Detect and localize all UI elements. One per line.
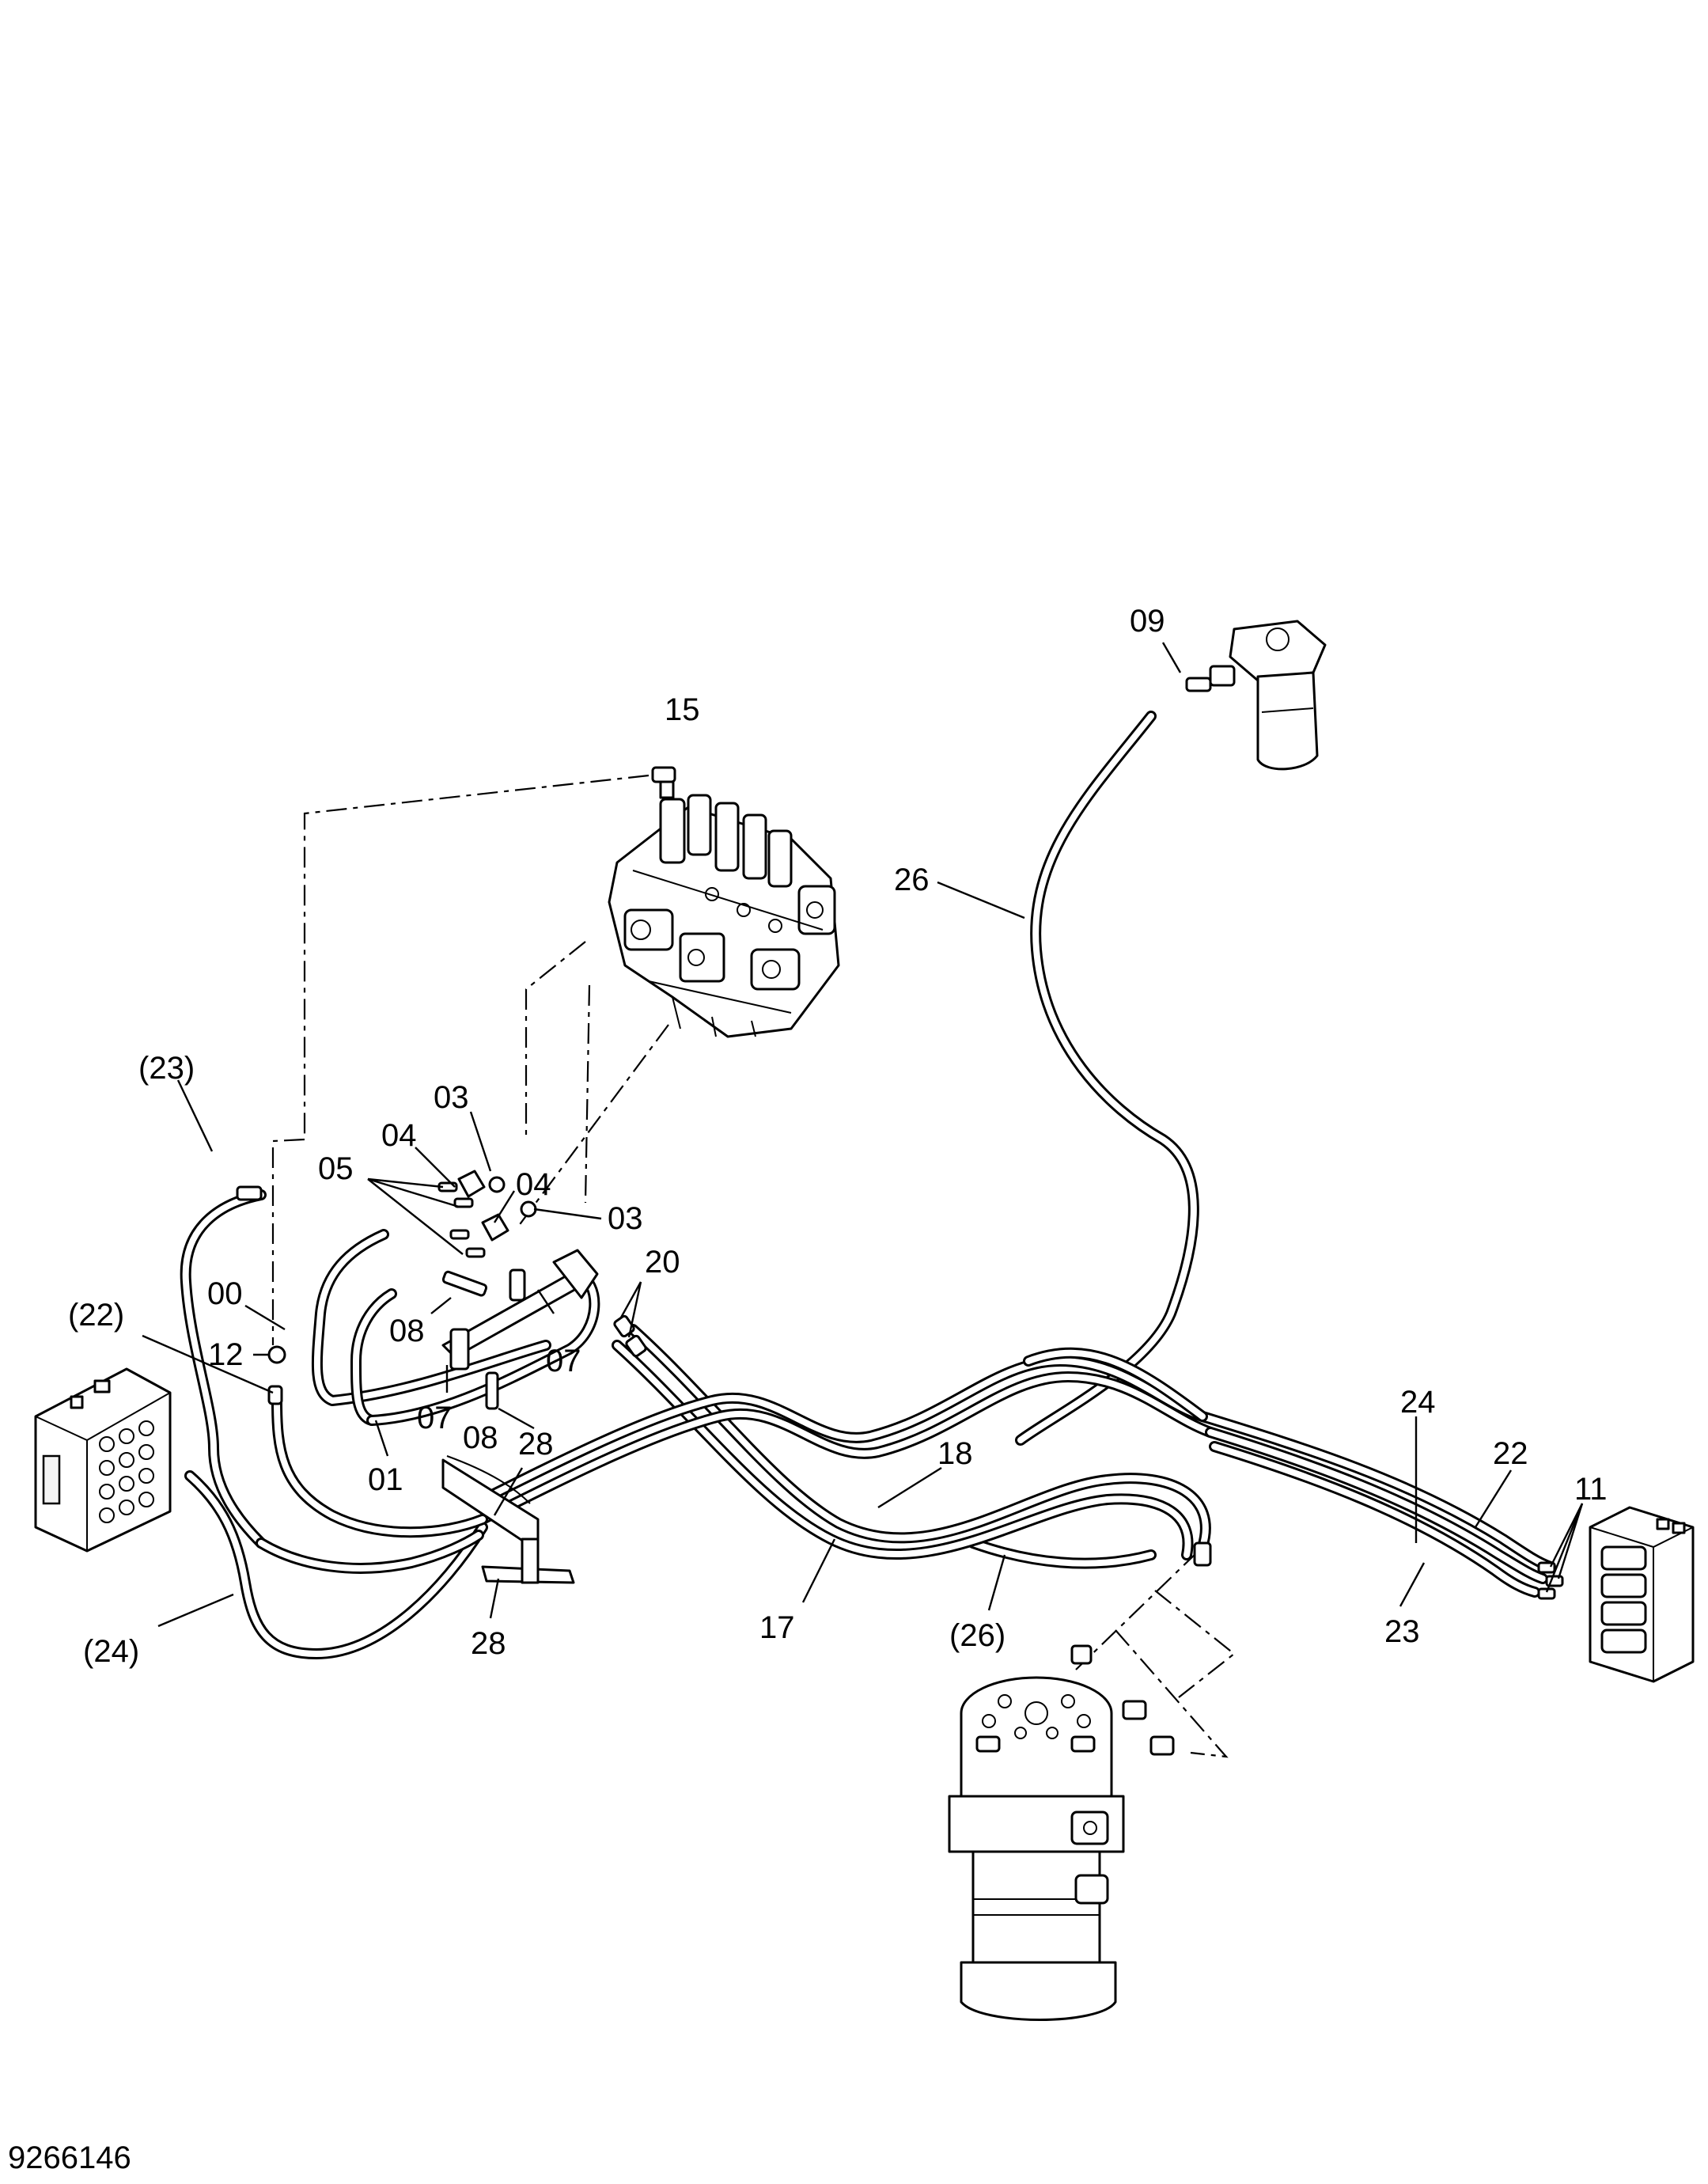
document-number: 9266146	[8, 2140, 131, 2175]
callout-00: 00	[207, 1276, 243, 1311]
callout-17: 17	[759, 1610, 795, 1645]
hose-22-left	[271, 1395, 488, 1538]
callout-04b: 04	[516, 1167, 551, 1202]
callout-01: 01	[368, 1462, 403, 1497]
solenoid-valve-right	[1589, 1506, 1695, 1683]
hose-26	[1015, 711, 1199, 1446]
hose-23-left	[180, 1189, 267, 1549]
callout-04a: 04	[381, 1118, 417, 1153]
hose-bundle-main	[469, 1356, 1216, 1525]
leader-lines	[142, 642, 1584, 1628]
pilot-valve-left	[34, 1367, 172, 1553]
small-parts	[236, 1170, 647, 1410]
hoses-22-23-24	[1197, 1411, 1556, 1598]
callout-15: 15	[665, 692, 700, 727]
callout-07b: 07	[417, 1401, 453, 1435]
callout-23p: (23)	[138, 1051, 195, 1086]
callout-26: 26	[894, 863, 930, 897]
hose-lower-left-return	[256, 1530, 484, 1574]
hose-17-18	[612, 1324, 1211, 1560]
fittings-11	[1537, 1561, 1564, 1600]
callout-18: 18	[937, 1436, 973, 1471]
callout-07a: 07	[546, 1344, 581, 1378]
callout-28b: 28	[471, 1626, 506, 1661]
callout-labels: 15 09 26 (23) 03 04 05 04 03 20 00 08 (2…	[68, 604, 1608, 1669]
hose-26-lower	[968, 1538, 1157, 1569]
callout-05: 05	[318, 1151, 354, 1186]
callout-08b: 08	[463, 1420, 498, 1455]
callout-09: 09	[1130, 604, 1165, 639]
callout-22: 22	[1493, 1436, 1528, 1471]
callout-28a: 28	[518, 1427, 554, 1462]
swivel-joint	[948, 1676, 1125, 2021]
control-valve	[608, 794, 840, 1038]
assembly-lines	[271, 774, 1236, 1758]
bracket-28	[441, 1455, 575, 1584]
swivel-fittings	[1070, 1541, 1212, 1756]
callout-11: 11	[1574, 1472, 1608, 1507]
callout-22p: (22)	[68, 1298, 124, 1333]
callout-12: 12	[208, 1337, 244, 1372]
callout-03a: 03	[434, 1080, 469, 1115]
pilot-filter	[1185, 620, 1327, 771]
hose-24-left	[184, 1470, 488, 1659]
hose-upper-return	[1023, 1347, 1208, 1422]
fitting-15	[651, 766, 676, 799]
callout-08a: 08	[389, 1314, 425, 1348]
callout-20: 20	[645, 1245, 680, 1280]
callout-26p: (26)	[949, 1618, 1005, 1653]
callout-24: 24	[1400, 1385, 1436, 1420]
tube-07	[441, 1249, 599, 1371]
callout-24p: (24)	[83, 1634, 139, 1669]
callout-23: 23	[1384, 1614, 1420, 1649]
callout-03b: 03	[608, 1201, 643, 1236]
pipe-00-01	[311, 1229, 600, 1426]
